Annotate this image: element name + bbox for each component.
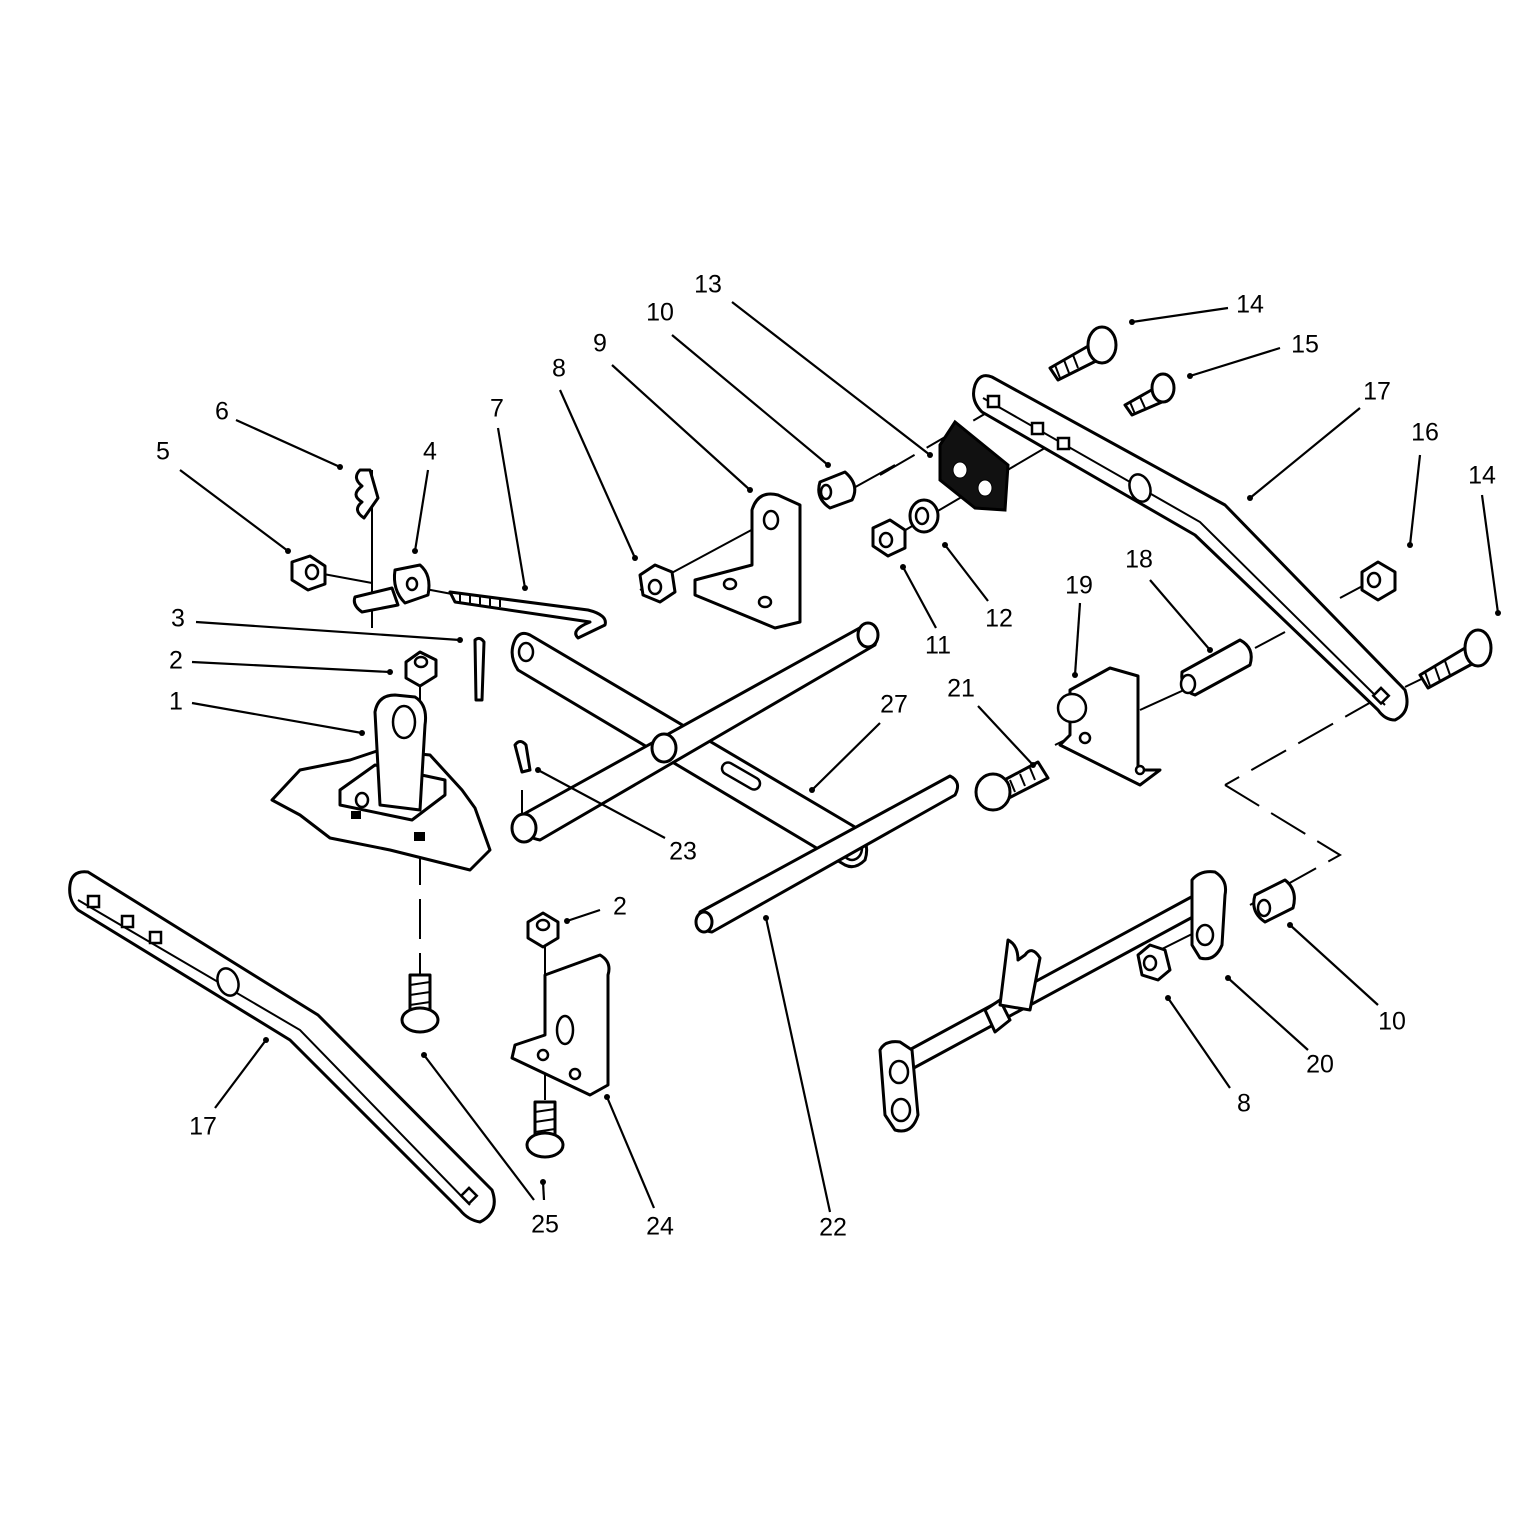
bracket-9	[693, 492, 802, 630]
callout-11: 11	[925, 632, 951, 660]
callout-8: 8	[552, 355, 566, 383]
callout-14-right: 14	[1468, 462, 1496, 490]
bolt-14-right	[1418, 628, 1493, 690]
hairpin-6	[354, 468, 380, 520]
nut-2-bottom	[526, 911, 560, 949]
block-13	[938, 419, 1010, 512]
nut-5	[290, 554, 327, 592]
callout-17-lower: 17	[189, 1113, 217, 1141]
nut-11	[871, 518, 907, 558]
bracket-1	[270, 693, 492, 872]
callout-10-lower: 10	[1378, 1008, 1406, 1036]
eyebolt-7	[448, 590, 607, 640]
callout-27: 27	[880, 691, 908, 719]
arm-upper-right	[972, 374, 1409, 722]
callout-15: 15	[1291, 331, 1319, 359]
callout-3: 3	[171, 605, 185, 633]
callout-9: 9	[593, 330, 607, 358]
callout-19: 19	[1065, 572, 1093, 600]
bolt-14-top	[1048, 325, 1118, 382]
callout-20: 20	[1306, 1051, 1334, 1079]
washer-12	[908, 498, 940, 534]
callout-1: 1	[169, 688, 183, 716]
callout-6: 6	[215, 398, 229, 426]
callout-7: 7	[490, 395, 504, 423]
callout-4: 4	[423, 438, 437, 466]
callout-12: 12	[985, 605, 1013, 633]
spacer-18	[1179, 638, 1253, 697]
callout-16: 16	[1411, 419, 1439, 447]
nut-2-top	[404, 650, 438, 688]
bolt-25-right	[525, 1100, 565, 1159]
callout-8-lower: 8	[1237, 1090, 1251, 1118]
bolt-21	[974, 760, 1050, 812]
callout-25: 25	[531, 1211, 559, 1239]
callout-5: 5	[156, 438, 170, 466]
spacer-10-top	[817, 470, 857, 510]
nut-8-bottom	[1136, 943, 1172, 982]
cotter-pin-3	[473, 636, 486, 702]
spacer-10-bottom	[1252, 878, 1296, 924]
callout-24: 24	[646, 1213, 674, 1241]
callout-21: 21	[947, 675, 975, 703]
callout-14: 14	[1236, 291, 1264, 319]
clevis-4	[352, 563, 431, 614]
callout-23: 23	[669, 838, 697, 866]
bracket-19	[1056, 666, 1162, 787]
nut-8-top	[638, 563, 677, 604]
callout-22: 22	[819, 1214, 847, 1242]
bracket-24	[510, 953, 611, 1097]
pivot-tube-23	[510, 621, 880, 844]
bolt-15	[1123, 372, 1176, 417]
nut-16	[1360, 560, 1397, 602]
leader-lines	[179, 301, 1501, 1213]
callout-17: 17	[1363, 378, 1391, 406]
arm-lower-left	[68, 870, 496, 1224]
callout-18: 18	[1125, 546, 1153, 574]
callout-10: 10	[646, 299, 674, 327]
callout-2-lower: 2	[613, 893, 627, 921]
callout-13: 13	[694, 271, 722, 299]
shaft-20	[878, 870, 1227, 1133]
assembly-axis-lines	[317, 404, 1441, 1100]
cotter-pin-23	[513, 740, 532, 774]
callout-2: 2	[169, 647, 183, 675]
bolt-25-left	[400, 973, 440, 1034]
callout-labels: 1 2 3 4 5 6 7 8 9 10 13 14 15 17 16 14 1…	[156, 271, 1496, 1242]
shaft-22	[694, 774, 960, 934]
